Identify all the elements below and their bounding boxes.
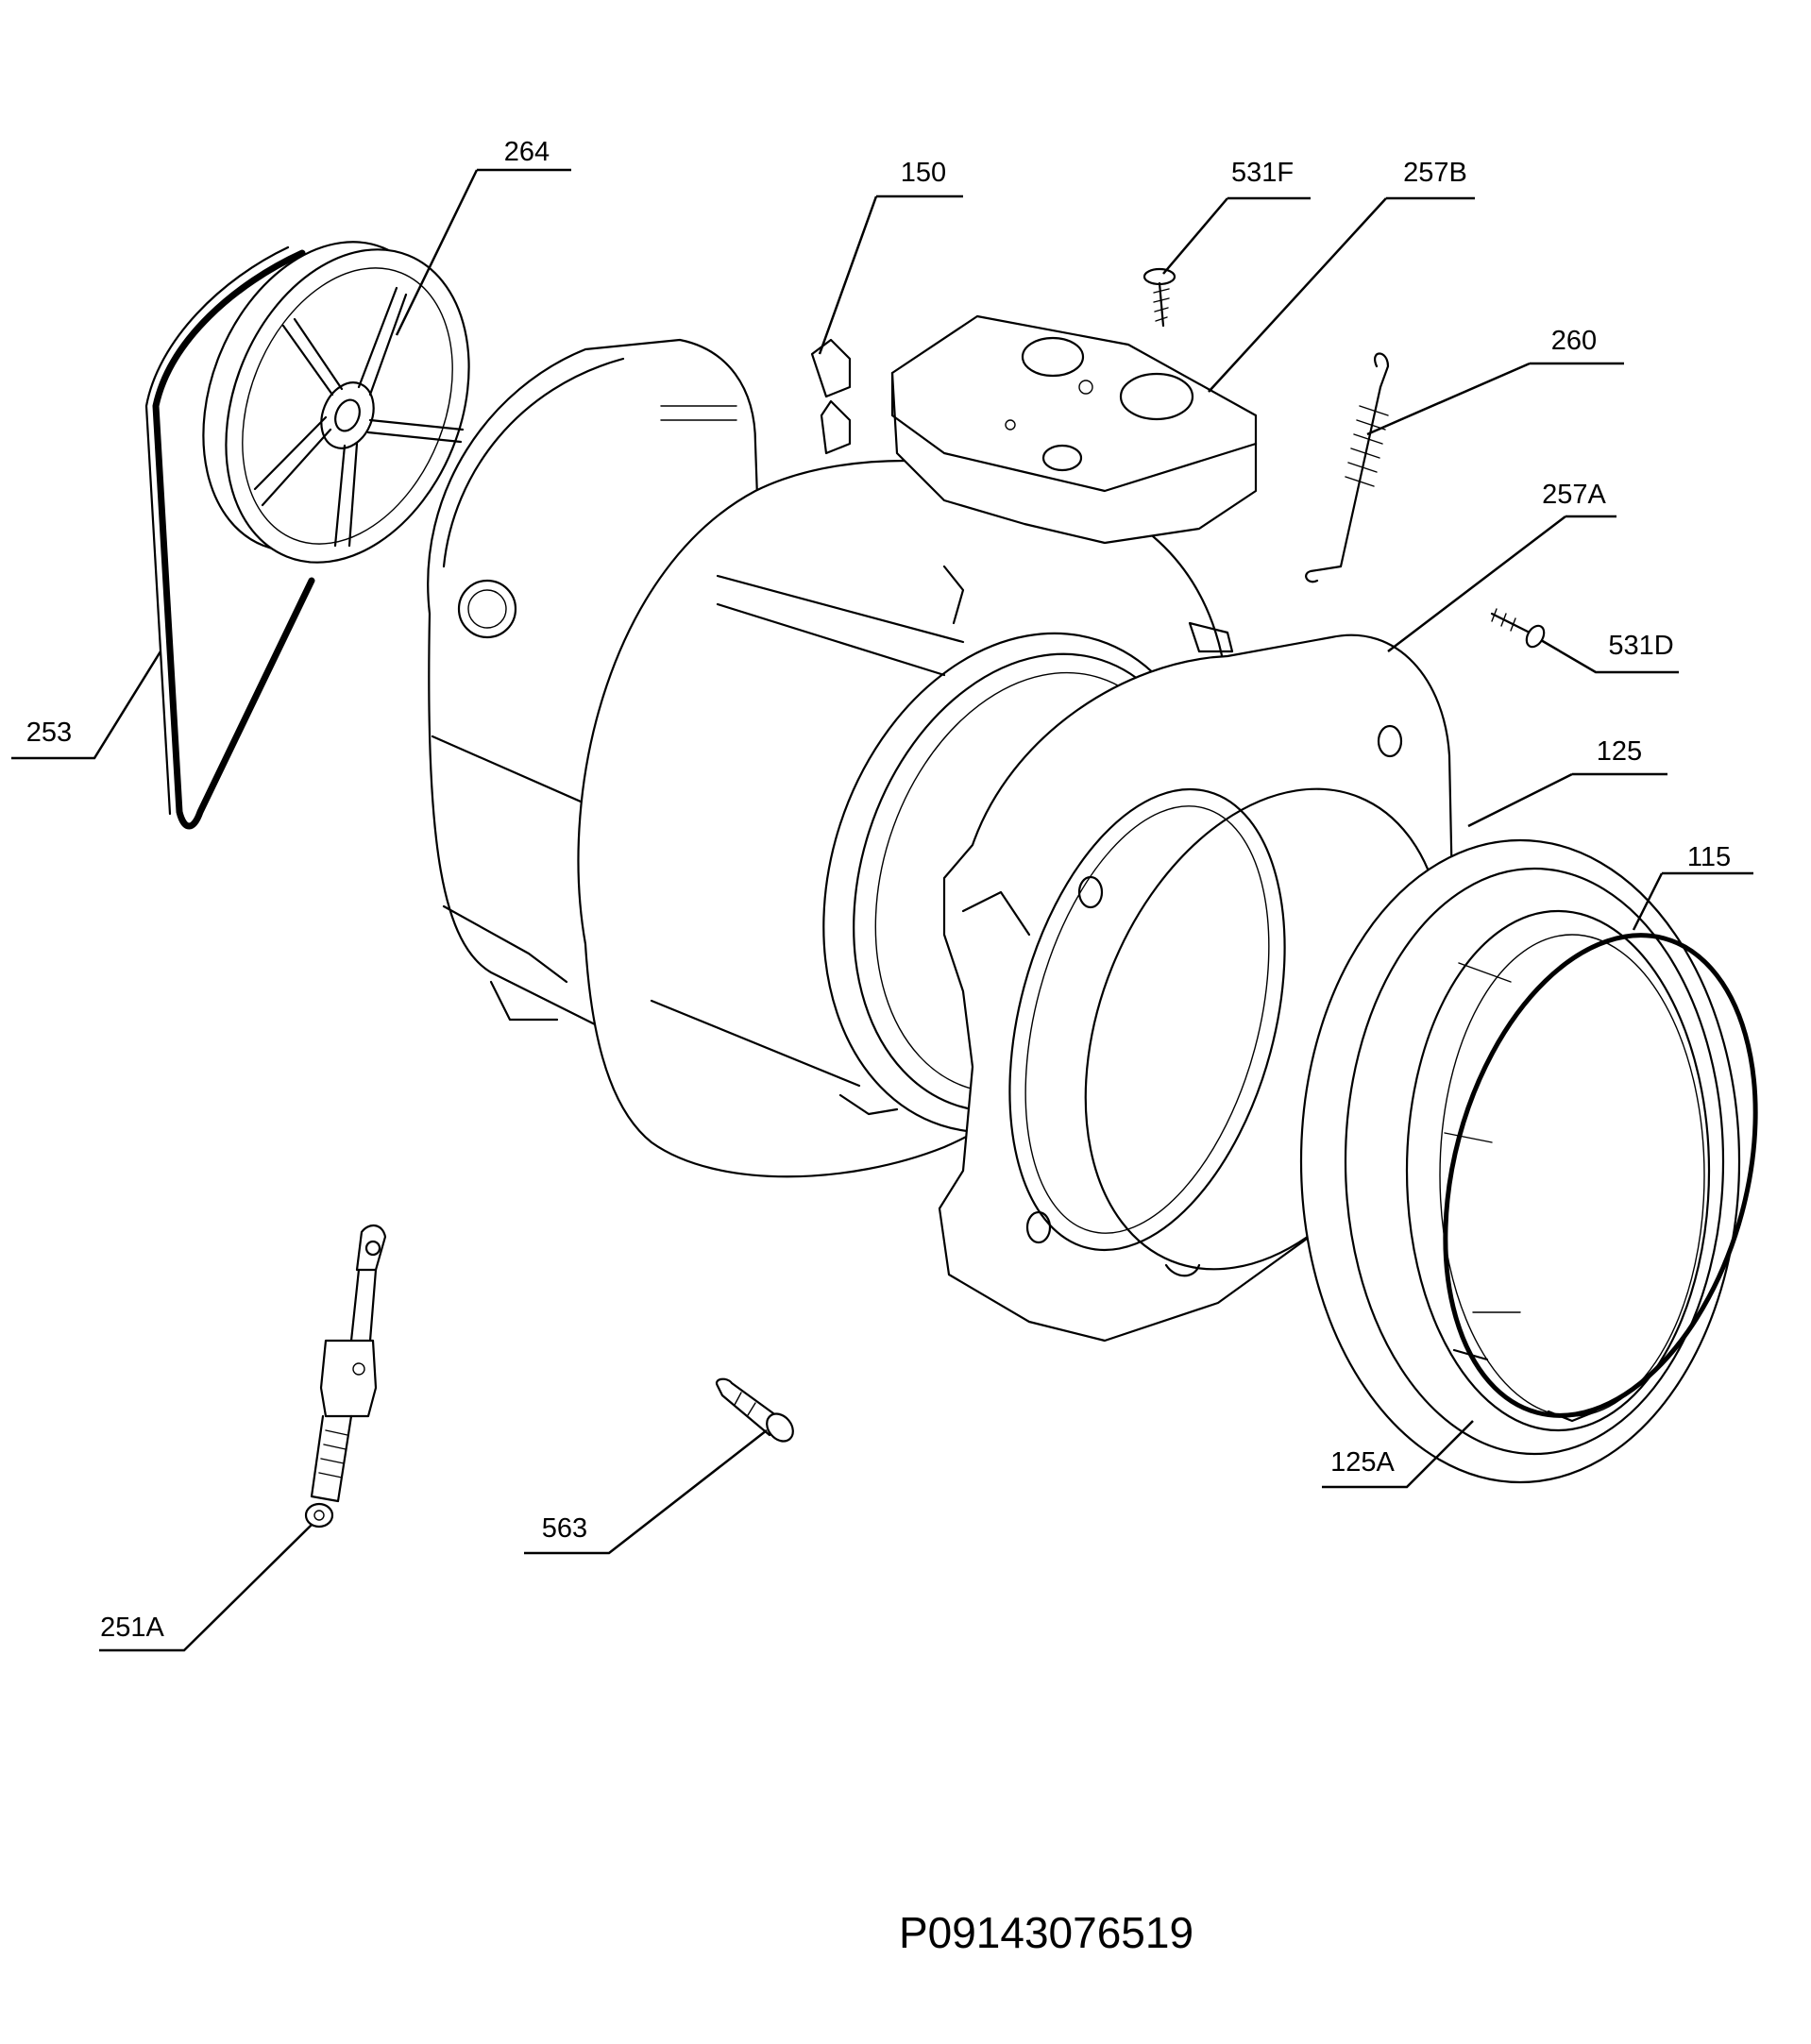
callout-531F: 531F bbox=[1162, 158, 1311, 275]
part-label-125A: 125A bbox=[1330, 1447, 1395, 1478]
part-label-264: 264 bbox=[504, 137, 550, 167]
callout-531D: 531D bbox=[1540, 631, 1679, 674]
drive-belt-illustration bbox=[144, 245, 315, 830]
part-label-115: 115 bbox=[1687, 842, 1731, 872]
part-label-150: 150 bbox=[901, 158, 946, 188]
callout-125: 125 bbox=[1467, 736, 1667, 828]
part-label-531F: 531F bbox=[1231, 158, 1294, 188]
pin-563-illustration bbox=[715, 1377, 794, 1443]
door-seal-115-illustration bbox=[1299, 838, 1741, 1484]
part-label-531D: 531D bbox=[1608, 631, 1673, 661]
part-label-563: 563 bbox=[542, 1513, 587, 1544]
spring-260-illustration bbox=[1305, 352, 1390, 583]
callout-260: 260 bbox=[1366, 326, 1624, 436]
callout-563: 563 bbox=[524, 1429, 768, 1555]
callout-253: 253 bbox=[11, 650, 162, 760]
callout-251A: 251A bbox=[99, 1524, 313, 1652]
callout-257A: 257A bbox=[1387, 480, 1616, 652]
callout-264: 264 bbox=[395, 137, 571, 336]
part-label-257A: 257A bbox=[1542, 480, 1606, 510]
part-label-257B: 257B bbox=[1403, 158, 1467, 188]
callout-150: 150 bbox=[818, 158, 963, 355]
document-code: P09143076519 bbox=[899, 1908, 1193, 1957]
part-label-251A: 251A bbox=[100, 1613, 164, 1643]
part-label-253: 253 bbox=[26, 718, 72, 748]
pulley-illustration bbox=[202, 241, 470, 564]
counterweight-top-illustration bbox=[890, 314, 1258, 545]
shock-absorber-illustration bbox=[304, 1225, 387, 1529]
part-label-125: 125 bbox=[1597, 736, 1642, 767]
screw-531F-illustration bbox=[1142, 267, 1176, 328]
callout-115: 115 bbox=[1632, 842, 1753, 931]
callout-125A: 125A bbox=[1322, 1420, 1474, 1489]
door-seal-clamp-125A-illustration bbox=[1443, 933, 1758, 1423]
part-label-260: 260 bbox=[1551, 326, 1597, 356]
screw-531D-illustration bbox=[1490, 608, 1546, 649]
callout-257B: 257B bbox=[1208, 158, 1475, 393]
